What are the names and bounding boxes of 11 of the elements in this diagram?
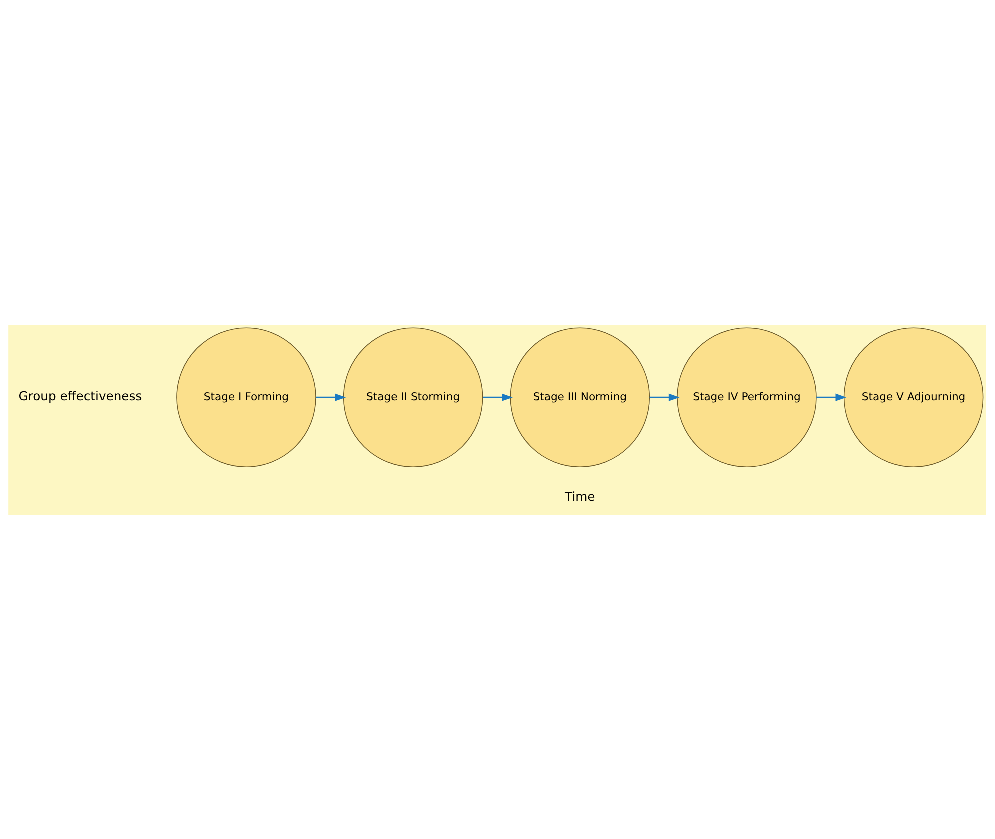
- node-circle: Stage IV Performing: [677, 327, 817, 467]
- node-circle: Stage III Norming: [510, 327, 650, 467]
- arrow: [482, 393, 513, 401]
- label: Group effectiveness: [18, 389, 142, 404]
- node-circle: Stage II Storming: [343, 327, 484, 467]
- arrow: [816, 393, 847, 401]
- node-circle: Stage V Adjourning: [844, 327, 984, 467]
- label: Time: [565, 489, 596, 504]
- arrow: [316, 393, 346, 401]
- arrow: [650, 393, 680, 401]
- node-circle: Stage I Forming: [176, 327, 316, 467]
